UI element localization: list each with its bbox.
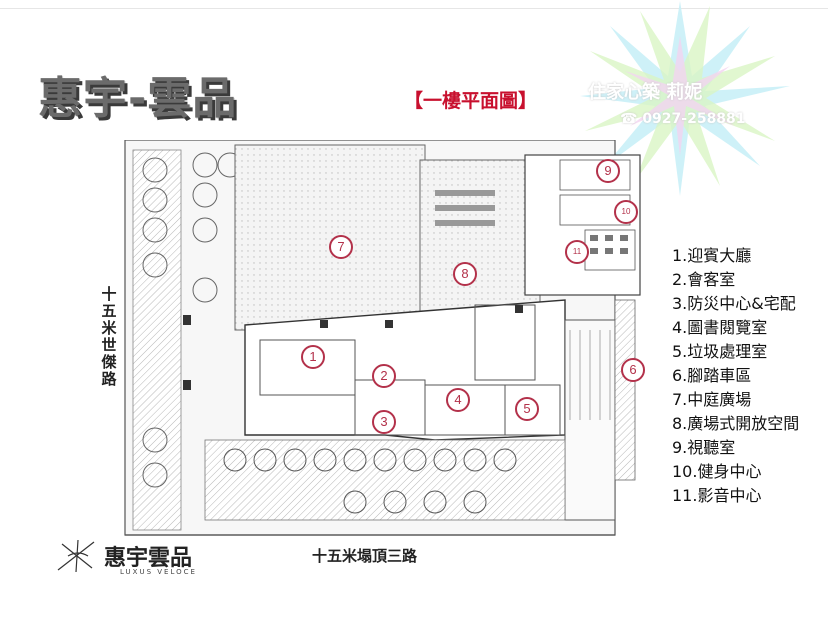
legend-item: 3.防災中心&宅配 xyxy=(672,294,796,313)
bottom-landscape xyxy=(204,439,566,521)
floor-plan xyxy=(124,140,641,536)
marker-courtyard: 7 xyxy=(329,235,353,259)
courtyard-plaza xyxy=(234,144,426,331)
legend-item: 4.圖書閱覽室 xyxy=(672,318,768,337)
legend-item: 10.健身中心 xyxy=(672,462,762,481)
open-plaza xyxy=(419,159,541,331)
plan-subtitle: 【一樓平面圖】 xyxy=(404,90,538,112)
marker-lobby: 1 xyxy=(301,345,325,369)
legend-item: 5.垃圾處理室 xyxy=(672,342,768,361)
marker-plaza: 8 xyxy=(453,262,477,286)
brand-logo-text: 惠宇雲品 xyxy=(104,545,193,571)
legend-list: 1.迎賓大廳 2.會客室 3.防災中心&宅配 4.圖書閱覽室 5.垃圾處理室 6… xyxy=(672,244,799,508)
marker-bike: 6 xyxy=(621,358,645,382)
brand-logo-icon xyxy=(57,539,95,573)
legend-item: 2.會客室 xyxy=(672,270,736,289)
agent-name: 住家心築 莉妮 xyxy=(588,82,703,103)
bottom-road-label: 十五米塌頂三路 xyxy=(312,547,418,565)
marker-trash: 5 xyxy=(515,397,539,421)
legend-item: 8.廣場式開放空間 xyxy=(672,414,800,433)
bike-strip xyxy=(614,299,636,481)
brand-logo-subtext: LUXUS VELOCE xyxy=(120,568,197,576)
legend-item: 1.迎賓大廳 xyxy=(672,246,752,265)
starburst-watermark xyxy=(580,1,790,196)
legend-item: 7.中庭廣場 xyxy=(672,390,752,409)
marker-theater: 9 xyxy=(596,159,620,183)
agent-phone: ☎ 0927-258881 xyxy=(620,111,746,127)
legend-item: 9.視聽室 xyxy=(672,438,736,457)
phone-number: 0927-258881 xyxy=(642,111,746,127)
page-title: 惠宇-雲品 xyxy=(38,73,238,124)
marker-media: 11 xyxy=(565,240,589,264)
left-road-label: 十五米世傑路 xyxy=(101,285,117,388)
legend-item: 6.腳踏車區 xyxy=(672,366,752,385)
marker-reception: 2 xyxy=(372,364,396,388)
marker-library: 4 xyxy=(446,388,470,412)
marker-gym: 10 xyxy=(614,200,638,224)
top-divider xyxy=(0,8,828,9)
legend-item: 11.影音中心 xyxy=(672,486,762,505)
left-landscape xyxy=(132,149,182,531)
main-building xyxy=(244,299,566,441)
marker-security: 3 xyxy=(372,410,396,434)
